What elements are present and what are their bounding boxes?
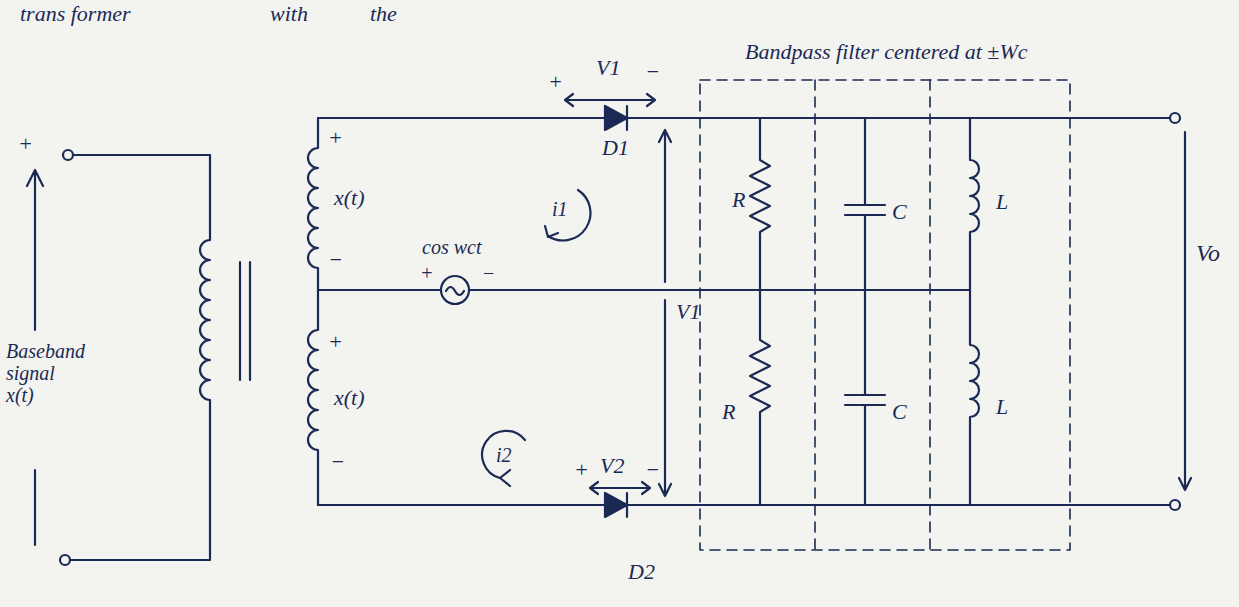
current-name: i1 bbox=[552, 198, 568, 220]
voltage-arrow bbox=[659, 300, 671, 496]
wire bbox=[73, 155, 210, 240]
note-text: trans former bbox=[20, 2, 131, 26]
diode-symbol bbox=[605, 493, 627, 517]
carrier-source bbox=[441, 276, 469, 304]
component-name: C bbox=[892, 200, 907, 224]
voltage-name: V2 bbox=[600, 454, 624, 478]
secondary-coil bbox=[308, 290, 318, 505]
signal-name: x(t) bbox=[334, 186, 365, 210]
wire bbox=[318, 289, 970, 291]
note-text: with bbox=[270, 2, 308, 26]
resistor-symbol bbox=[750, 290, 770, 505]
polarity-sign: + bbox=[420, 262, 434, 284]
current-name: i2 bbox=[496, 444, 512, 466]
input-arrow bbox=[34, 470, 36, 545]
capacitor-symbol bbox=[845, 118, 885, 290]
current-arrow bbox=[545, 226, 558, 237]
polarity-sign: − bbox=[328, 248, 343, 272]
secondary-coil bbox=[308, 118, 318, 290]
current-arrow bbox=[500, 470, 510, 486]
resistor-symbol bbox=[750, 118, 770, 290]
wire bbox=[318, 117, 1170, 119]
terminal bbox=[60, 555, 70, 565]
note-text: the bbox=[370, 2, 397, 26]
terminal bbox=[63, 150, 73, 160]
polarity-sign: − bbox=[482, 262, 496, 284]
component-name: L bbox=[996, 395, 1008, 419]
output-arrow bbox=[1179, 132, 1191, 490]
component-name: C bbox=[892, 400, 907, 424]
inductor-symbol bbox=[970, 118, 979, 290]
polarity-sign: + bbox=[18, 132, 33, 156]
current-arrow bbox=[548, 190, 590, 240]
voltage-name: V1 bbox=[596, 56, 620, 80]
source-name: cos wct bbox=[422, 236, 481, 258]
polarity-sign: + bbox=[548, 70, 563, 94]
signal-name: x(t) bbox=[334, 386, 365, 410]
component-name: R bbox=[732, 188, 745, 212]
transformer-core bbox=[240, 262, 250, 380]
polarity-sign: + bbox=[574, 458, 589, 482]
voltage-name: Vo bbox=[1196, 240, 1220, 266]
sine-symbol bbox=[446, 287, 464, 295]
inductor-symbol bbox=[970, 290, 979, 505]
polarity-sign: + bbox=[328, 126, 343, 150]
voltage-arrow bbox=[659, 130, 671, 282]
component-name: L bbox=[996, 190, 1008, 214]
current-arrow bbox=[482, 431, 525, 478]
wire bbox=[318, 504, 1170, 506]
polarity-sign: − bbox=[645, 458, 660, 482]
diode-name: D1 bbox=[602, 136, 629, 160]
voltage-arrow bbox=[565, 94, 655, 106]
input-arrow bbox=[27, 170, 43, 330]
voltage-name: V1 bbox=[676, 300, 700, 324]
component-name: R bbox=[722, 400, 735, 424]
filter-divider bbox=[815, 80, 930, 550]
diode-name: D2 bbox=[628, 560, 655, 584]
signal-name: Baseband signal x(t) bbox=[6, 340, 80, 406]
voltage-arrow bbox=[590, 482, 650, 494]
capacitor-symbol bbox=[845, 290, 885, 505]
filter-box bbox=[700, 80, 1070, 550]
terminal bbox=[1170, 113, 1180, 123]
terminal bbox=[1170, 500, 1180, 510]
filter-title: Bandpass filter centered at ±Wc bbox=[745, 40, 1028, 64]
diode-symbol bbox=[605, 106, 627, 130]
polarity-sign: + bbox=[328, 330, 343, 354]
polarity-sign: − bbox=[645, 60, 660, 84]
wire bbox=[70, 400, 210, 560]
primary-coil bbox=[200, 240, 210, 400]
polarity-sign: − bbox=[330, 450, 345, 474]
